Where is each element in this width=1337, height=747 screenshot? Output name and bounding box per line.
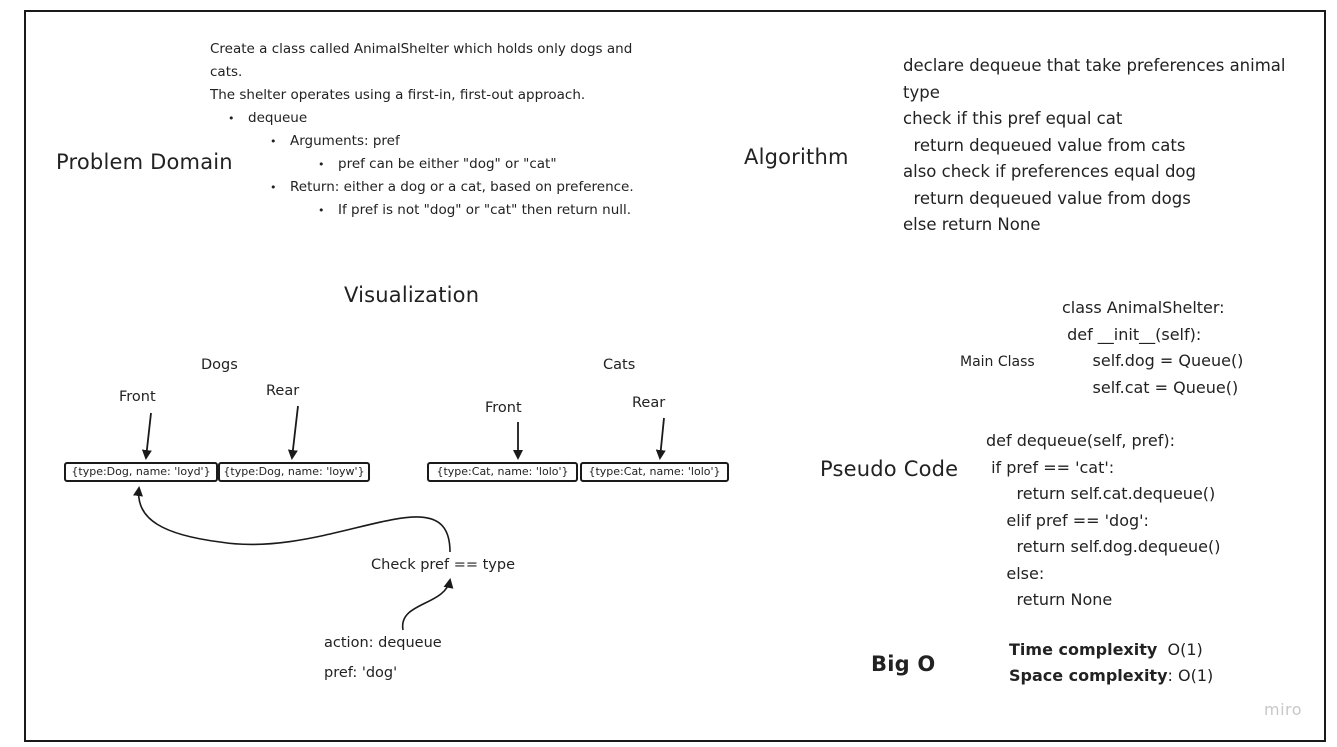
pseudo-code-line: elif pref == 'dog':	[986, 510, 1149, 530]
cat-node-front: {type:Cat, name: 'lolo'}	[427, 462, 578, 482]
action-label: action: dequeue	[324, 635, 442, 651]
pseudo-code-heading: Pseudo Code	[820, 457, 959, 481]
bullet-dequeue: dequeue Arguments: pref pref can be eith…	[228, 107, 634, 222]
problem-intro-line-2: cats.	[210, 64, 243, 80]
algorithm-line: check if this pref equal cat	[903, 109, 1123, 128]
pseudo-code-line: def dequeue(self, pref):	[986, 431, 1176, 450]
main-class-code-line: class AnimalShelter:	[1062, 298, 1225, 317]
problem-intro-line-3: The shelter operates using a first-in, f…	[210, 87, 586, 103]
visualization-heading: Visualization	[344, 283, 480, 307]
pref-value-label: pref: 'dog'	[324, 665, 398, 681]
algorithm-line: else return None	[903, 215, 1041, 234]
problem-bullets-level-1: dequeue Arguments: pref pref can be eith…	[228, 107, 634, 222]
pseudo-code-line: return None	[986, 590, 1113, 609]
algorithm-line: type	[903, 82, 940, 102]
action-to-check-arrow	[402, 578, 454, 631]
dogs-rear-label: Rear	[266, 383, 300, 399]
pseudo-code-line: if pref == 'cat':	[986, 457, 1115, 477]
pseudo-code-line: return self.dog.dequeue()	[986, 537, 1221, 556]
space-complexity-row: Space complexity: O(1)	[1009, 666, 1213, 685]
cats-front-label: Front	[485, 400, 522, 416]
algorithm-text: declare dequeue that take preferences an…	[903, 53, 1286, 239]
dogs-front-label: Front	[119, 389, 156, 405]
algorithm-heading: Algorithm	[744, 145, 849, 169]
pseudo-code-line: return self.cat.dequeue()	[986, 484, 1216, 503]
cats-rear-label: Rear	[632, 395, 666, 411]
main-class-label: Main Class	[960, 354, 1035, 370]
pseudo-code-line: else:	[986, 563, 1045, 583]
algorithm-line: also check if preferences equal dog	[903, 162, 1196, 181]
pseudo-code-block: def dequeue(self, pref): if pref == 'cat…	[986, 428, 1221, 614]
main-class-code: class AnimalShelter: def __init__(self):…	[1062, 295, 1243, 401]
dogs-queue-label: Dogs	[201, 357, 238, 373]
main-class-code-line: self.cat = Queue()	[1062, 377, 1239, 397]
main-class-code-line: self.dog = Queue()	[1062, 351, 1244, 370]
dog-node-rear: {type:Dog, name: 'loyw'}	[218, 462, 370, 482]
dogs-rear-arrow	[287, 405, 299, 460]
bullet-arguments: Arguments: pref pref can be either "dog"…	[270, 130, 634, 176]
problem-domain-heading: Problem Domain	[56, 150, 233, 174]
dog-node-front: {type:Dog, name: 'loyd'}	[64, 462, 218, 482]
check-pref-label: Check pref == type	[371, 557, 515, 573]
problem-bullets-level-2: Arguments: pref pref can be either "dog"…	[270, 130, 634, 222]
space-complexity-label: Space complexity	[1009, 666, 1168, 685]
problem-bullets-level-3b: If pref is not "dog" or "cat" then retur…	[318, 199, 634, 222]
cats-queue-label: Cats	[603, 357, 636, 373]
bullet-pref-values: pref can be either "dog" or "cat"	[318, 153, 634, 176]
time-complexity-row: Time complexity O(1)	[1009, 640, 1203, 659]
big-o-heading: Big O	[871, 652, 936, 676]
time-complexity-value: O(1)	[1157, 640, 1203, 659]
space-complexity-value: : O(1)	[1167, 666, 1214, 685]
time-complexity-label: Time complexity	[1009, 640, 1158, 659]
problem-domain-text: Create a class called AnimalShelter whic…	[210, 38, 634, 222]
algorithm-line: return dequeued value from dogs	[903, 188, 1191, 208]
bullet-return: Return: either a dog or a cat, based on …	[270, 176, 634, 222]
cat-node-rear: {type:Cat, name: 'lolo'}	[580, 462, 729, 482]
board-frame	[24, 10, 1326, 742]
bullet-null: If pref is not "dog" or "cat" then retur…	[318, 199, 634, 222]
main-class-code-line: def __init__(self):	[1062, 324, 1202, 344]
algorithm-line: declare dequeue that take preferences an…	[903, 56, 1286, 75]
check-to-dog-front-arrow	[133, 486, 451, 553]
algorithm-line: return dequeued value from cats	[903, 135, 1186, 155]
cats-rear-arrow	[655, 417, 666, 460]
dogs-front-arrow	[141, 412, 152, 460]
problem-intro-line-1: Create a class called AnimalShelter whic…	[210, 41, 633, 57]
miro-watermark: miro	[1264, 700, 1303, 719]
problem-bullets-level-3a: pref can be either "dog" or "cat"	[318, 153, 634, 176]
